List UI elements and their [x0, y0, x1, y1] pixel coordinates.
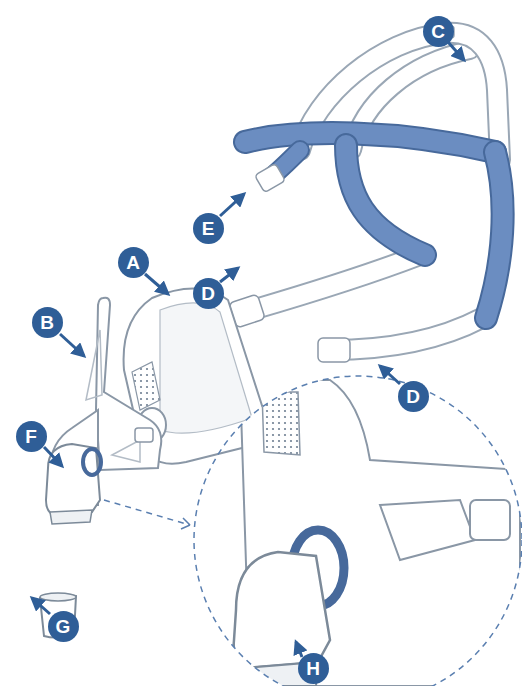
callout-letter: B: [40, 313, 54, 332]
callout-letter: D: [406, 387, 420, 406]
callout-circle: D: [193, 278, 224, 309]
callout-circle: F: [16, 421, 47, 452]
callout-circle: A: [118, 247, 149, 278]
callout-circle: G: [48, 611, 79, 642]
callout-letter: G: [56, 617, 71, 636]
callout-circle: E: [193, 213, 224, 244]
callout-circle: D: [398, 381, 429, 412]
callout-letter: E: [202, 219, 215, 238]
callout-letter: F: [25, 427, 37, 446]
callout-circle: C: [423, 16, 454, 47]
callout-letter: A: [126, 253, 140, 272]
callout-letter: H: [306, 659, 320, 678]
callout-letter: D: [201, 284, 215, 303]
callout-letter: C: [431, 22, 445, 41]
detail-inset: [194, 376, 522, 686]
callout-circle: H: [298, 653, 329, 684]
leader-arrows: [32, 42, 464, 657]
headgear: [229, 26, 503, 362]
callout-circle: B: [32, 307, 63, 338]
